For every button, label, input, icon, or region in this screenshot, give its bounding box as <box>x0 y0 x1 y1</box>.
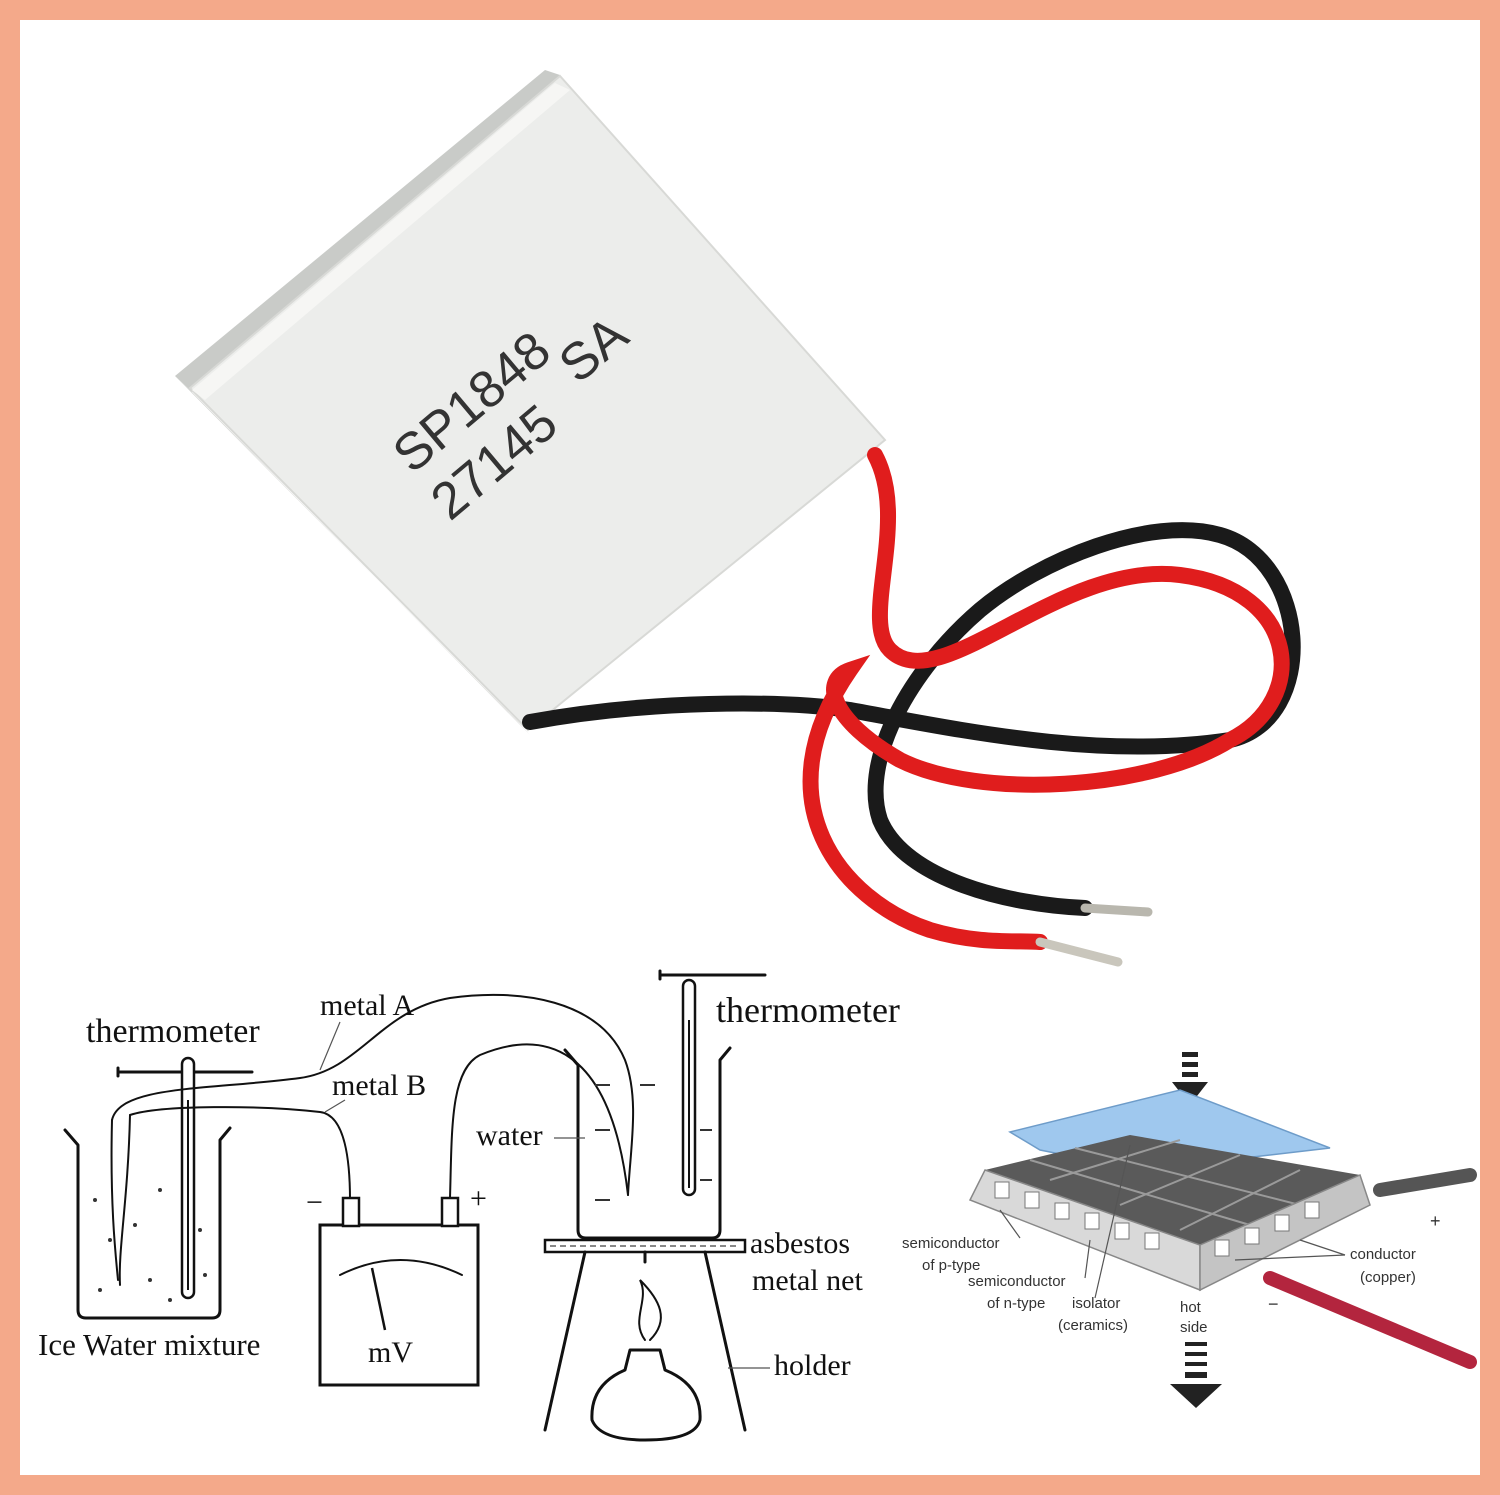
millivoltmeter <box>318 1223 480 1387</box>
hot-arrow-icon <box>1170 1342 1222 1408</box>
metal-a-wire <box>111 993 635 1196</box>
meter-unit: mV <box>368 1336 413 1369</box>
module-top-face <box>188 74 887 732</box>
red-lead <box>1263 1271 1477 1369</box>
hot-side-label-2: side <box>1180 1319 1208 1336</box>
module-highlight <box>192 83 570 400</box>
meter-needle <box>370 1267 387 1331</box>
metal-b-wire-left <box>129 1106 351 1201</box>
meter-minus: − <box>306 1186 323 1219</box>
peltier-structure: semiconductor of p-type semiconductor of… <box>902 1052 1477 1408</box>
semiconductor-array <box>985 1135 1360 1245</box>
black-wire-tip <box>1080 903 1153 917</box>
peltier-module: SP1848 SA 27145 <box>175 70 887 735</box>
conductor-label-1: conductor <box>1350 1246 1416 1263</box>
module-edge-top <box>175 70 560 392</box>
hot-side-label-1: hot <box>1180 1299 1202 1316</box>
p-type-label-1: semiconductor <box>902 1235 1000 1252</box>
metal-b-label: metal B <box>332 1069 426 1102</box>
isolator-label-2: (ceramics) <box>1058 1317 1128 1334</box>
metal-a-label: metal A <box>320 989 414 1022</box>
red-wire-tip <box>1035 937 1123 967</box>
flame <box>638 1279 662 1341</box>
holder-label: holder <box>774 1349 851 1382</box>
asbestos-label: asbestos <box>750 1227 850 1260</box>
metal-net-label: metal net <box>752 1264 863 1297</box>
metal-b-wire-right <box>449 1043 629 1199</box>
module-wires <box>522 447 1301 967</box>
structure-plus: + <box>1430 1211 1441 1231</box>
n-type-label-1: semiconductor <box>968 1273 1066 1290</box>
meter-terminal-positive <box>440 1196 460 1228</box>
ice-water-label: Ice Water mixture <box>38 1327 260 1362</box>
structure-minus: − <box>1268 1294 1279 1314</box>
seebeck-experiment: thermometer metal A metal B − + mV Ice W… <box>38 969 900 1442</box>
black-lead <box>1373 1168 1477 1197</box>
n-type-label-2: of n-type <box>987 1295 1045 1312</box>
left-beaker <box>63 1126 232 1320</box>
right-beaker <box>563 1046 732 1240</box>
conductor-label-2: (copper) <box>1360 1269 1416 1286</box>
meter-scale <box>339 1259 463 1276</box>
water-label: water <box>476 1119 543 1152</box>
meter-plus: + <box>470 1182 487 1215</box>
thermometer-left-label: thermometer <box>86 1013 260 1050</box>
thermometer-right-label: thermometer <box>716 990 900 1030</box>
red-wire <box>802 447 1290 950</box>
holder-legs <box>543 1250 747 1432</box>
right-thermometer-stand <box>658 969 767 981</box>
meter-terminal-negative <box>341 1196 361 1228</box>
isolator-label-1: isolator <box>1072 1295 1120 1312</box>
alcohol-burner <box>590 1348 702 1442</box>
p-type-label-2: of p-type <box>922 1257 980 1274</box>
